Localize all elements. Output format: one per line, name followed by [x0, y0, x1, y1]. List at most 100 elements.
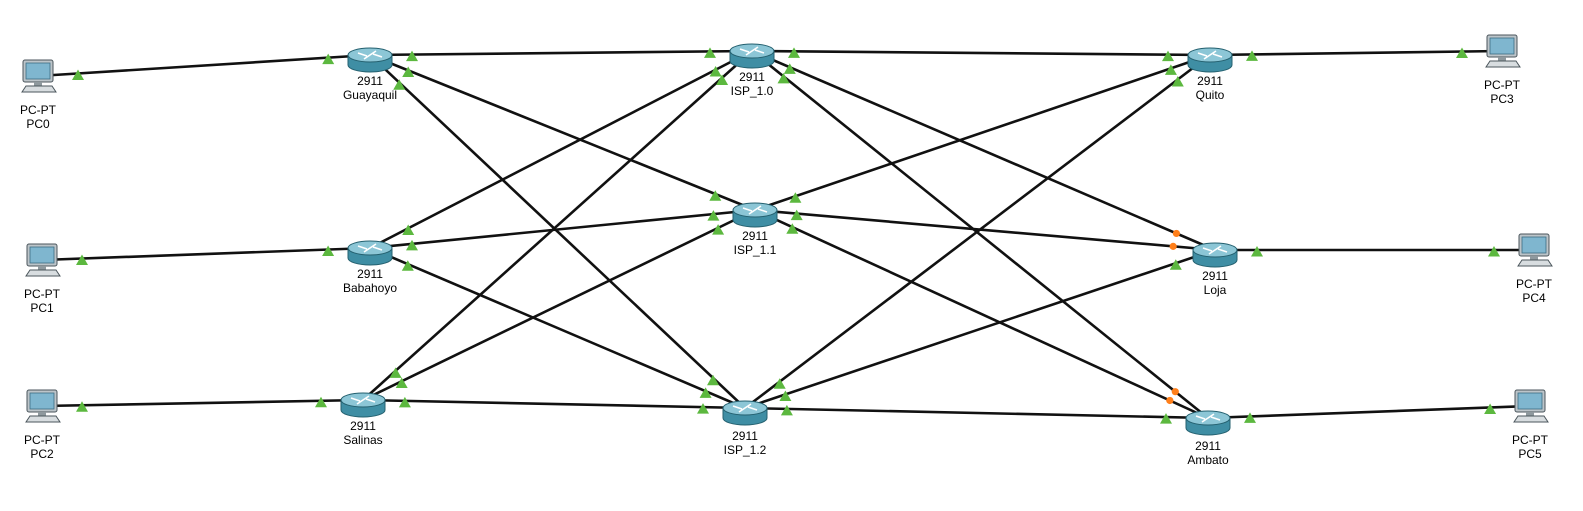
link-ISP_1.1-Ambato[interactable] [754, 208, 1209, 420]
link-PC1-Babahoyo[interactable] [41, 246, 371, 262]
link-ISP_1.2-Ambato[interactable] [744, 406, 1209, 420]
device-name-label: ISP_1.2 [724, 443, 767, 457]
link-ISP_1.0-Loja[interactable] [751, 49, 1216, 252]
port-PC2-to-Salinas-up [76, 401, 88, 412]
port-Ambato-to-ISP_1.2-up [1160, 413, 1172, 424]
port-ISP_1.2-to-Salinas-up [697, 403, 709, 414]
port-Salinas-to-PC2-up [315, 396, 327, 408]
link-ISP_1.1-Quito[interactable] [754, 53, 1211, 212]
link-Salinas-ISP_1.1[interactable] [362, 208, 756, 402]
link-PC0-Guayaquil[interactable] [37, 53, 371, 78]
device-name-label: PC0 [26, 117, 50, 131]
port-ISP_1.2-to-Loja-up [779, 390, 792, 401]
port-PC4-to-Loja-up [1488, 246, 1500, 257]
device-name-label: Salinas [343, 433, 382, 447]
device-name-label: ISP_1.1 [734, 243, 777, 257]
router-icon [1185, 410, 1231, 436]
device-name-label: Babahoyo [343, 281, 397, 295]
link-Guayaquil-ISP_1.0[interactable] [369, 49, 753, 57]
port-Guayaquil-to-PC0-up [322, 53, 335, 65]
port-ISP_1.2-to-Babahoyo-up [699, 387, 712, 398]
link-ISP_1.0-Ambato[interactable] [751, 49, 1209, 420]
link-Quito-PC3[interactable] [1209, 49, 1503, 57]
port-ISP_1.1-to-Guayaquil-up [709, 190, 722, 201]
device-name-label: Ambato [1187, 453, 1229, 467]
link-Salinas-ISP_1.2[interactable] [362, 398, 746, 410]
links-layer [37, 49, 1534, 420]
link-PC2-Salinas[interactable] [41, 398, 364, 408]
link-ISP_1.2-Quito[interactable] [744, 53, 1211, 410]
pc-icon [1485, 34, 1521, 68]
pc-icon [21, 59, 57, 93]
port-PC5-to-Ambato-up [1484, 403, 1497, 414]
device-name-label: Quito [1196, 88, 1225, 102]
port-PC0-to-Guayaquil-up [72, 69, 84, 80]
link-Salinas-ISP_1.0[interactable] [362, 50, 753, 401]
port-Guayaquil-to-ISP_1.0-up [406, 50, 418, 62]
link-ISP_1.1-Loja[interactable] [754, 208, 1216, 252]
pc-icon [1513, 389, 1549, 423]
port-ISP_1.1-to-Quito-up [789, 192, 802, 203]
port-Babahoyo-to-PC1-up [322, 245, 335, 256]
port-Guayaquil-to-ISP_1.2-up [393, 79, 406, 90]
port-ISP_1.2-to-Ambato-up [780, 404, 793, 416]
port-Ambato-to-PC5-up [1244, 412, 1256, 423]
port-Quito-to-ISP_1.2-up [1171, 76, 1184, 87]
devices-layer: PC-PTPC0PC-PTPC1PC-PTPC2PC-PTPC3PC-PTPC4… [20, 34, 1553, 467]
port-Guayaquil-to-ISP_1.1-up [402, 66, 415, 77]
port-Loja-to-PC4-up [1251, 246, 1263, 257]
router-icon [1187, 47, 1233, 73]
port-ISP_1.1-to-Loja-up [790, 209, 803, 221]
ports-layer [72, 47, 1500, 424]
router-icon [347, 240, 393, 266]
port-ISP_1.0-to-Loja-up [783, 63, 796, 74]
port-Salinas-to-ISP_1.1-up [395, 377, 408, 388]
port-Loja-to-ISP_1.1-pending [1169, 242, 1177, 250]
port-Babahoyo-to-ISP_1.1-up [406, 239, 418, 251]
link-ISP_1.2-Loja[interactable] [744, 248, 1216, 410]
port-Loja-to-ISP_1.0-pending [1172, 229, 1181, 238]
port-Salinas-to-ISP_1.0-up [389, 367, 402, 378]
port-Quito-to-ISP_1.0-up [1162, 50, 1174, 62]
device-name-label: PC4 [1522, 291, 1546, 305]
device-model-label: 2911 [739, 70, 765, 84]
link-Babahoyo-ISP_1.2[interactable] [369, 246, 746, 410]
port-Quito-to-ISP_1.1-up [1164, 64, 1177, 75]
router-icon [722, 400, 768, 426]
link-Ambato-PC5[interactable] [1207, 404, 1531, 420]
link-ISP_1.0-Quito[interactable] [751, 49, 1211, 57]
link-Babahoyo-ISP_1.1[interactable] [369, 208, 756, 250]
device-model-label: 2911 [1197, 74, 1223, 88]
device-name-label: ISP_1.0 [731, 84, 774, 98]
device-name-label: PC5 [1518, 447, 1542, 461]
port-PC1-to-Babahoyo-up [76, 254, 88, 265]
port-Babahoyo-to-ISP_1.0-up [402, 224, 415, 235]
link-Babahoyo-ISP_1.0[interactable] [369, 49, 753, 250]
pc-icon [1517, 233, 1553, 267]
link-Guayaquil-ISP_1.2[interactable] [369, 54, 746, 409]
device-model-label: PC-PT [1516, 277, 1553, 291]
port-ISP_1.1-to-Ambato-up [786, 223, 799, 234]
device-model-label: 2911 [732, 429, 758, 443]
router-icon [732, 202, 778, 228]
port-Quito-to-PC3-up [1246, 50, 1258, 61]
port-Ambato-to-ISP_1.1-pending [1166, 396, 1174, 405]
link-Guayaquil-ISP_1.1[interactable] [369, 53, 756, 212]
port-ISP_1.2-to-Quito-up [773, 378, 786, 389]
